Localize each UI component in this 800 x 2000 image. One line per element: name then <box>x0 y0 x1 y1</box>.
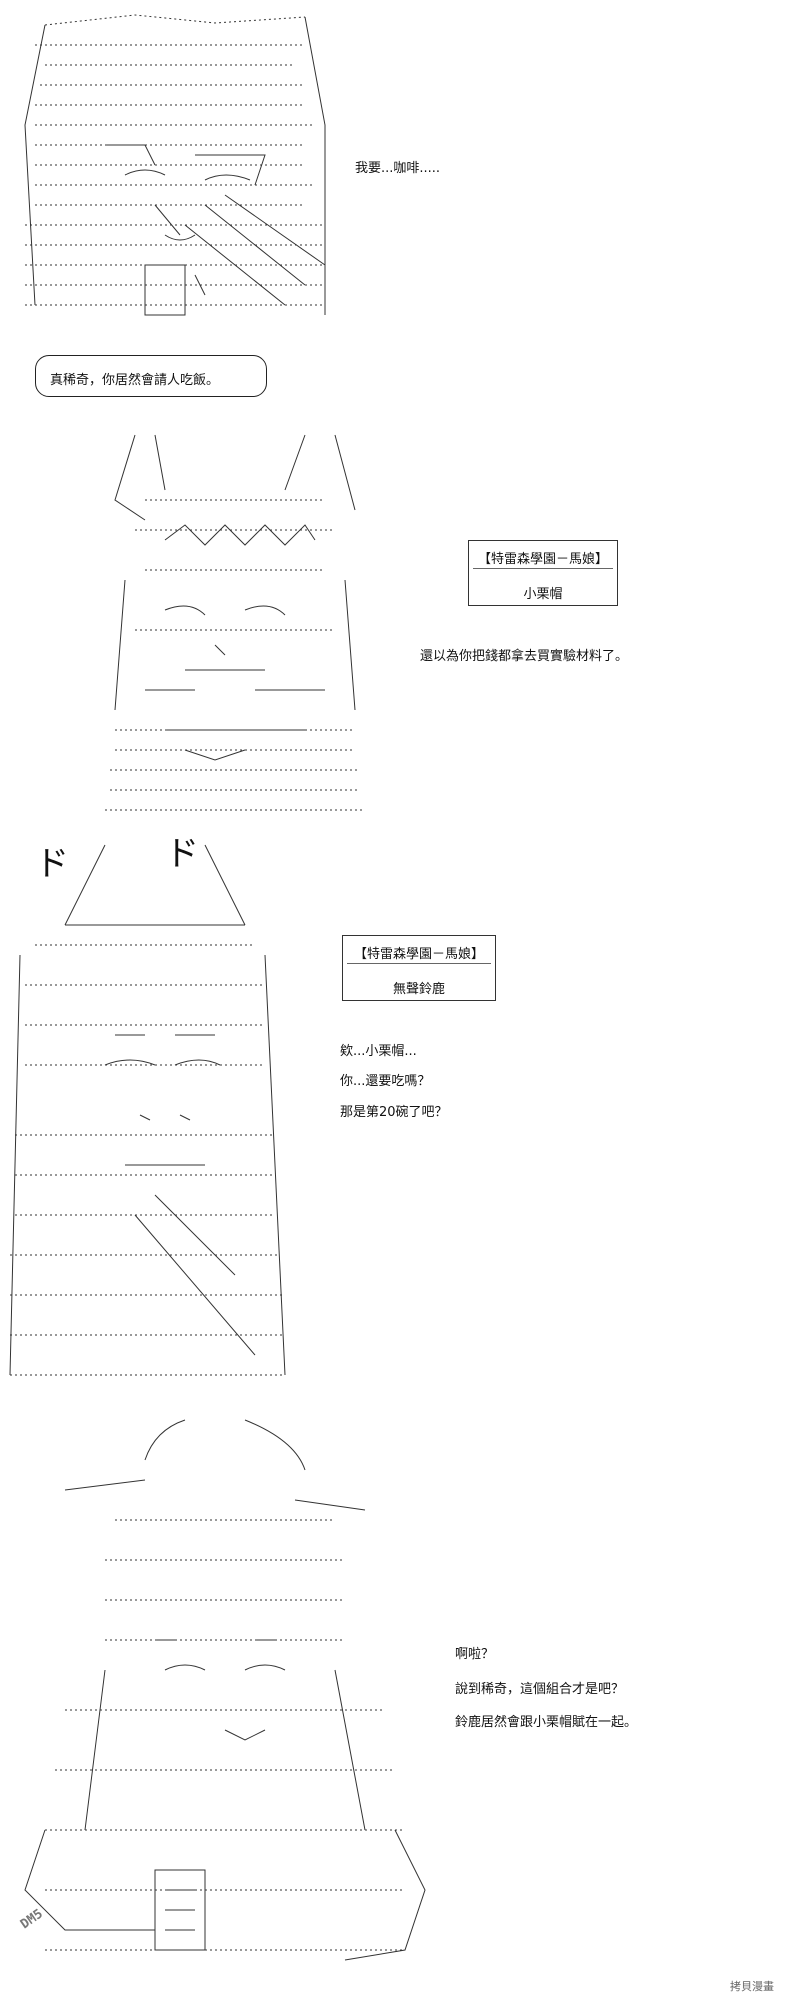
ascii-art-character-3: ド ド <box>9 835 286 1376</box>
name-box-header: 【特雷森學園－馬娘】 <box>477 552 608 567</box>
dialogue-line: 那是第20碗了吧？ <box>340 1105 448 1120</box>
dialogue-line: 我要...咖啡..... <box>355 161 441 176</box>
speech-bubble: 真稀奇，你居然會請人吃飯。 <box>35 355 267 397</box>
dialogue-line: 說到稀奇，這個組合才是吧？ <box>455 1682 625 1697</box>
ascii-art-character-1 <box>24 14 326 316</box>
dialogue-line: 鈴鹿居然會跟小栗帽賦在一起。 <box>455 1715 638 1730</box>
ascii-art-character-2 <box>105 434 365 811</box>
svg-text:ド: ド <box>35 844 69 884</box>
watermark-site: 拷貝漫畫 <box>730 1980 774 1993</box>
speech-bubble-text: 真稀奇，你居然會請人吃飯。 <box>50 373 220 388</box>
character-name-box: 【特雷森學園－馬娘】 小栗帽 <box>468 540 618 606</box>
name-box-header: 【特雷森學園－馬娘】 <box>353 947 484 962</box>
svg-text:ド: ド <box>165 835 199 874</box>
dialogue-line: 欸...小栗帽... <box>340 1044 417 1059</box>
name-box-divider <box>347 963 491 964</box>
character-name: 小栗帽 <box>523 587 563 602</box>
dialogue-line: 啊啦？ <box>455 1647 495 1662</box>
dialogue-line: 還以為你把錢都拿去買實驗材料了。 <box>420 649 629 664</box>
ascii-art-character-4 <box>24 1419 426 1961</box>
name-box-divider <box>473 568 613 569</box>
character-name-box: 【特雷森學園－馬娘】 無聲鈴鹿 <box>342 935 496 1001</box>
dialogue-line: 你...還要吃嗎？ <box>340 1074 431 1089</box>
character-name: 無聲鈴鹿 <box>392 982 445 997</box>
